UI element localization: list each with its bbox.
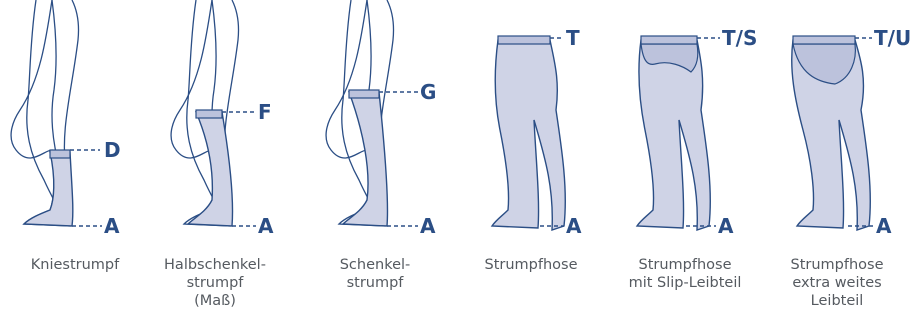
caption-thigh-stocking: Schenkel- strumpf xyxy=(300,256,450,292)
measure-label-top: T/S xyxy=(722,26,757,50)
callout-G: G xyxy=(379,80,436,104)
caption-line: Schenkel- xyxy=(300,256,450,274)
caption-line: Kniestrumpf xyxy=(0,256,150,274)
figure-pantyhose xyxy=(492,36,565,230)
caption-line: Strumpfhose xyxy=(456,256,606,274)
caption-knee-stocking: Kniestrumpf xyxy=(0,256,150,274)
caption-line: Leibteil xyxy=(762,292,912,310)
stocking-shape xyxy=(188,112,233,226)
measure-label-top: F xyxy=(258,100,272,124)
callout-TU: T/U xyxy=(855,26,911,50)
caption-half-thigh-stocking: Halbschenkel- strumpf (Maß) xyxy=(140,256,290,310)
callout-A-2: A xyxy=(232,214,274,238)
figure-thigh-stocking xyxy=(326,0,393,226)
measure-label-bottom: A xyxy=(718,214,734,238)
measure-label-bottom: A xyxy=(566,214,582,238)
callout-T: T xyxy=(550,26,580,50)
stocking-band xyxy=(50,150,70,158)
measure-label-bottom: A xyxy=(104,214,120,238)
figure-half-thigh-stocking xyxy=(171,0,238,226)
stocking-band xyxy=(196,110,222,118)
stocking-band xyxy=(641,36,697,44)
figure-knee-stocking xyxy=(11,0,78,226)
caption-line: Halbschenkel- xyxy=(140,256,290,274)
figure-pantyhose-extra-wide xyxy=(792,36,871,230)
caption-line: (Maß) xyxy=(140,292,290,310)
callout-F: F xyxy=(222,100,272,124)
callout-A-3: A xyxy=(387,214,436,238)
measure-label-top: T xyxy=(566,26,580,50)
measure-label-bottom: A xyxy=(258,214,274,238)
callout-A-1: A xyxy=(72,214,120,238)
callout-TS: T/S xyxy=(697,26,757,50)
measure-label-top: G xyxy=(420,80,436,104)
callout-D: D xyxy=(70,138,121,162)
measure-label-bottom: A xyxy=(420,214,436,238)
caption-line: strumpf xyxy=(300,274,450,292)
caption-line: Strumpfhose xyxy=(762,256,912,274)
stocking-shape xyxy=(492,40,565,230)
caption-line: Strumpfhose xyxy=(610,256,760,274)
stocking-band xyxy=(498,36,550,44)
caption-line: extra weites xyxy=(762,274,912,292)
measure-label-bottom: A xyxy=(876,214,892,238)
caption-pantyhose-extra-wide: Strumpfhose extra weites Leibteil xyxy=(762,256,912,310)
stocking-band xyxy=(793,36,855,44)
caption-pantyhose-slip: Strumpfhose mit Slip-Leibteil xyxy=(610,256,760,292)
caption-pantyhose: Strumpfhose xyxy=(456,256,606,274)
stocking-shape xyxy=(637,40,710,230)
caption-line: strumpf xyxy=(140,274,290,292)
caption-line: mit Slip-Leibteil xyxy=(610,274,760,292)
stocking-band xyxy=(349,90,379,98)
measure-label-top: D xyxy=(104,138,121,162)
figure-pantyhose-slip xyxy=(637,36,710,230)
measure-label-top: T/U xyxy=(874,26,911,50)
